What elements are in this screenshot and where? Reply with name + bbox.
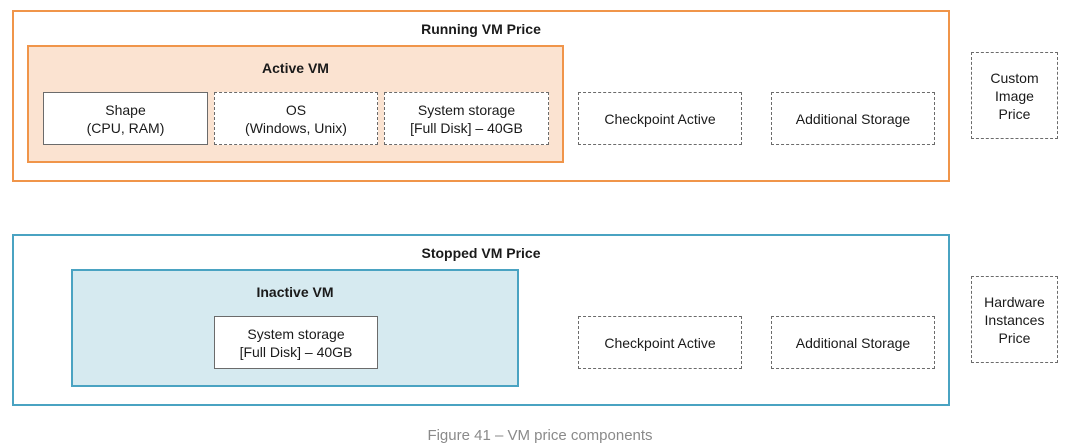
checkpoint-active-label: Checkpoint Active bbox=[604, 334, 716, 351]
system-storage-label: System storage bbox=[417, 101, 516, 118]
shape-detail: (CPU, RAM) bbox=[86, 119, 165, 136]
system-storage-box-running: System storage [Full Disk] – 40GB bbox=[384, 92, 549, 145]
checkpoint-active-box-running: Checkpoint Active bbox=[578, 92, 742, 145]
os-label: OS bbox=[285, 101, 307, 118]
stopped-vm-price-group: Stopped VM Price bbox=[12, 234, 950, 406]
active-vm-title: Active VM bbox=[262, 60, 329, 76]
additional-storage-label: Additional Storage bbox=[795, 334, 911, 351]
hardware-instances-price-box: Hardware Instances Price bbox=[971, 276, 1058, 363]
additional-storage-box-running: Additional Storage bbox=[771, 92, 935, 145]
custom-image-line1: Custom bbox=[990, 69, 1039, 86]
system-storage-detail: [Full Disk] – 40GB bbox=[239, 343, 353, 360]
custom-image-price-box: Custom Image Price bbox=[971, 52, 1058, 139]
figure-caption: Figure 41 – VM price components bbox=[427, 427, 653, 444]
shape-box: Shape (CPU, RAM) bbox=[43, 92, 208, 145]
additional-storage-label: Additional Storage bbox=[795, 110, 911, 127]
additional-storage-box-stopped: Additional Storage bbox=[771, 316, 935, 369]
system-storage-detail: [Full Disk] – 40GB bbox=[410, 119, 523, 136]
hardware-instances-line1: Hardware bbox=[984, 293, 1045, 310]
system-storage-box-stopped: System storage [Full Disk] – 40GB bbox=[214, 316, 378, 369]
checkpoint-active-label: Checkpoint Active bbox=[604, 110, 716, 127]
hardware-instances-line2: Instances bbox=[984, 311, 1045, 328]
hardware-instances-line3: Price bbox=[998, 329, 1031, 346]
inactive-vm-title: Inactive VM bbox=[256, 284, 334, 300]
os-detail: (Windows, Unix) bbox=[245, 119, 347, 136]
custom-image-line3: Price bbox=[998, 105, 1031, 122]
checkpoint-active-box-stopped: Checkpoint Active bbox=[578, 316, 742, 369]
system-storage-label: System storage bbox=[247, 325, 345, 342]
shape-label: Shape bbox=[105, 101, 146, 118]
custom-image-line2: Image bbox=[995, 87, 1034, 104]
running-vm-price-title: Running VM Price bbox=[421, 21, 541, 37]
os-box: OS (Windows, Unix) bbox=[214, 92, 378, 145]
stopped-vm-price-title: Stopped VM Price bbox=[421, 245, 541, 261]
running-vm-price-group: Running VM Price bbox=[12, 10, 950, 182]
